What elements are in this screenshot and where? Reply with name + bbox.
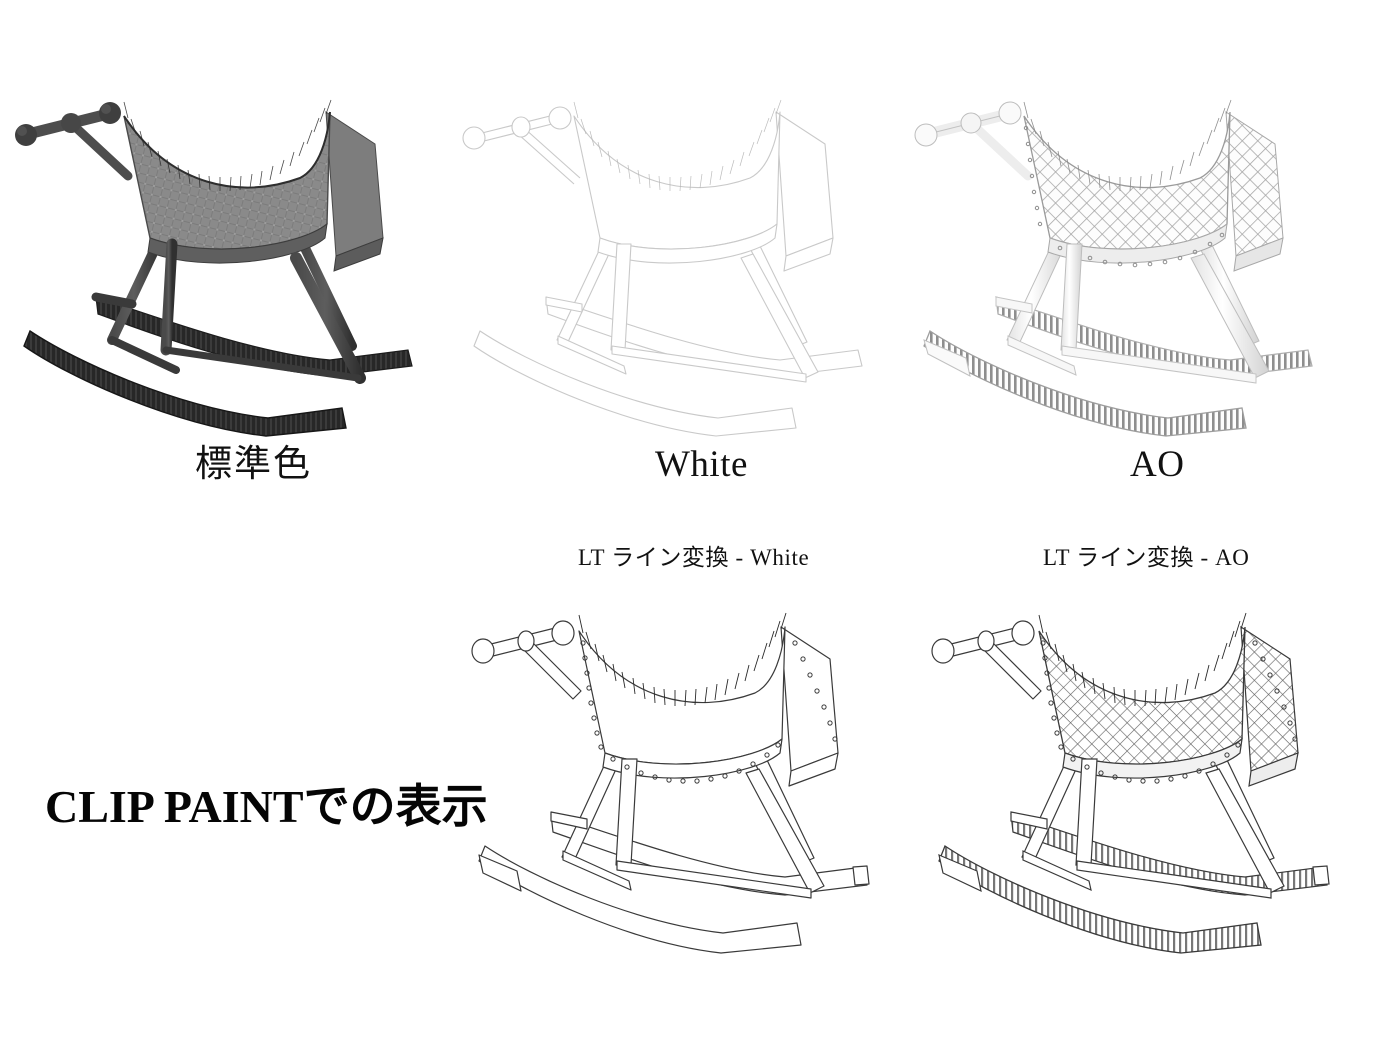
- side-panel: [780, 626, 839, 772]
- seat-panel: [1023, 99, 1232, 268]
- figure-lt-line-ao: [915, 595, 1385, 954]
- rocker-back-tip: [1312, 865, 1330, 886]
- handle-bar: [914, 101, 1033, 181]
- seat-edge: [1062, 737, 1243, 779]
- label-ao: AO: [1130, 444, 1185, 485]
- side-panel-edge: [783, 237, 834, 272]
- brace-right: [616, 860, 812, 899]
- figure-ao: [900, 78, 1370, 437]
- rocker-back-tip: [852, 865, 870, 886]
- brace-right: [611, 345, 807, 383]
- seat-edge: [597, 223, 778, 264]
- rocker-front: [938, 845, 1262, 954]
- brace-right: [1061, 345, 1257, 384]
- rocker-stub: [91, 292, 137, 309]
- rocker-front-tip: [478, 854, 522, 892]
- label-white: White: [655, 444, 748, 485]
- rocker-stub: [545, 296, 583, 313]
- rocker-front-tip: [923, 339, 971, 377]
- seat-fringe: [578, 612, 787, 707]
- rocking-horse-white-svg: [462, 99, 863, 437]
- legs-back: [107, 233, 357, 351]
- rocker-front: [923, 330, 1247, 437]
- handle-bar: [462, 106, 581, 185]
- seat-panel: [123, 99, 332, 264]
- seat-panel: [1038, 626, 1246, 765]
- brace-right: [1076, 860, 1272, 899]
- side-panel-edge: [1233, 237, 1284, 272]
- rocking-horse-lt-ao-svg: [931, 612, 1330, 954]
- side-panel: [325, 111, 384, 272]
- seat-fringe: [1038, 612, 1247, 707]
- rocking-horse-standard-svg: [15, 99, 413, 437]
- side-panel-edge: [788, 752, 839, 787]
- seat-rivets: [580, 640, 838, 784]
- figure-white: [450, 78, 920, 437]
- side-panel: [775, 111, 834, 257]
- side-panel-edge: [1248, 752, 1299, 787]
- handle-bar: [931, 620, 1042, 700]
- handle-bar: [15, 102, 133, 181]
- label-standard-color: 標準色: [195, 444, 312, 485]
- figure-standard-color: [0, 78, 470, 437]
- brace-left: [562, 850, 632, 891]
- leg-front-right: [745, 768, 825, 894]
- handle-bar: [471, 620, 582, 700]
- seat-panel: [573, 111, 781, 250]
- brace-left: [1022, 850, 1092, 892]
- rocker-front-tip: [938, 853, 982, 893]
- seat-fringe: [573, 99, 782, 192]
- side-panel: [1240, 625, 1299, 772]
- legs-front: [108, 238, 366, 384]
- rocking-horse-ao-svg: [914, 99, 1313, 437]
- leg-front-right: [1205, 768, 1285, 894]
- seat-panel: [578, 626, 786, 765]
- side-panel: [1225, 111, 1284, 257]
- rocker-stub: [995, 296, 1033, 314]
- leg-front-right: [740, 253, 819, 379]
- label-lt-line-ao: LT ライン変換 - AO: [1043, 545, 1250, 570]
- brace-left: [1007, 335, 1077, 376]
- brace-left: [557, 335, 627, 375]
- leg-front-right: [1190, 253, 1270, 379]
- rocker-front: [23, 329, 347, 437]
- figure-lt-line-white: [455, 595, 925, 954]
- seat-rivets: [1040, 640, 1298, 784]
- rocker-stub: [550, 811, 588, 830]
- label-lt-line-white: LT ライン変換 - White: [578, 545, 810, 570]
- rocking-horse-lt-white-svg: [471, 612, 870, 954]
- rocker-stub: [1010, 811, 1048, 830]
- rocker-front: [478, 845, 802, 954]
- page-title: CLIP PAINTでの表示: [45, 781, 488, 832]
- seat-edge: [602, 738, 783, 779]
- rocker-front: [473, 330, 797, 437]
